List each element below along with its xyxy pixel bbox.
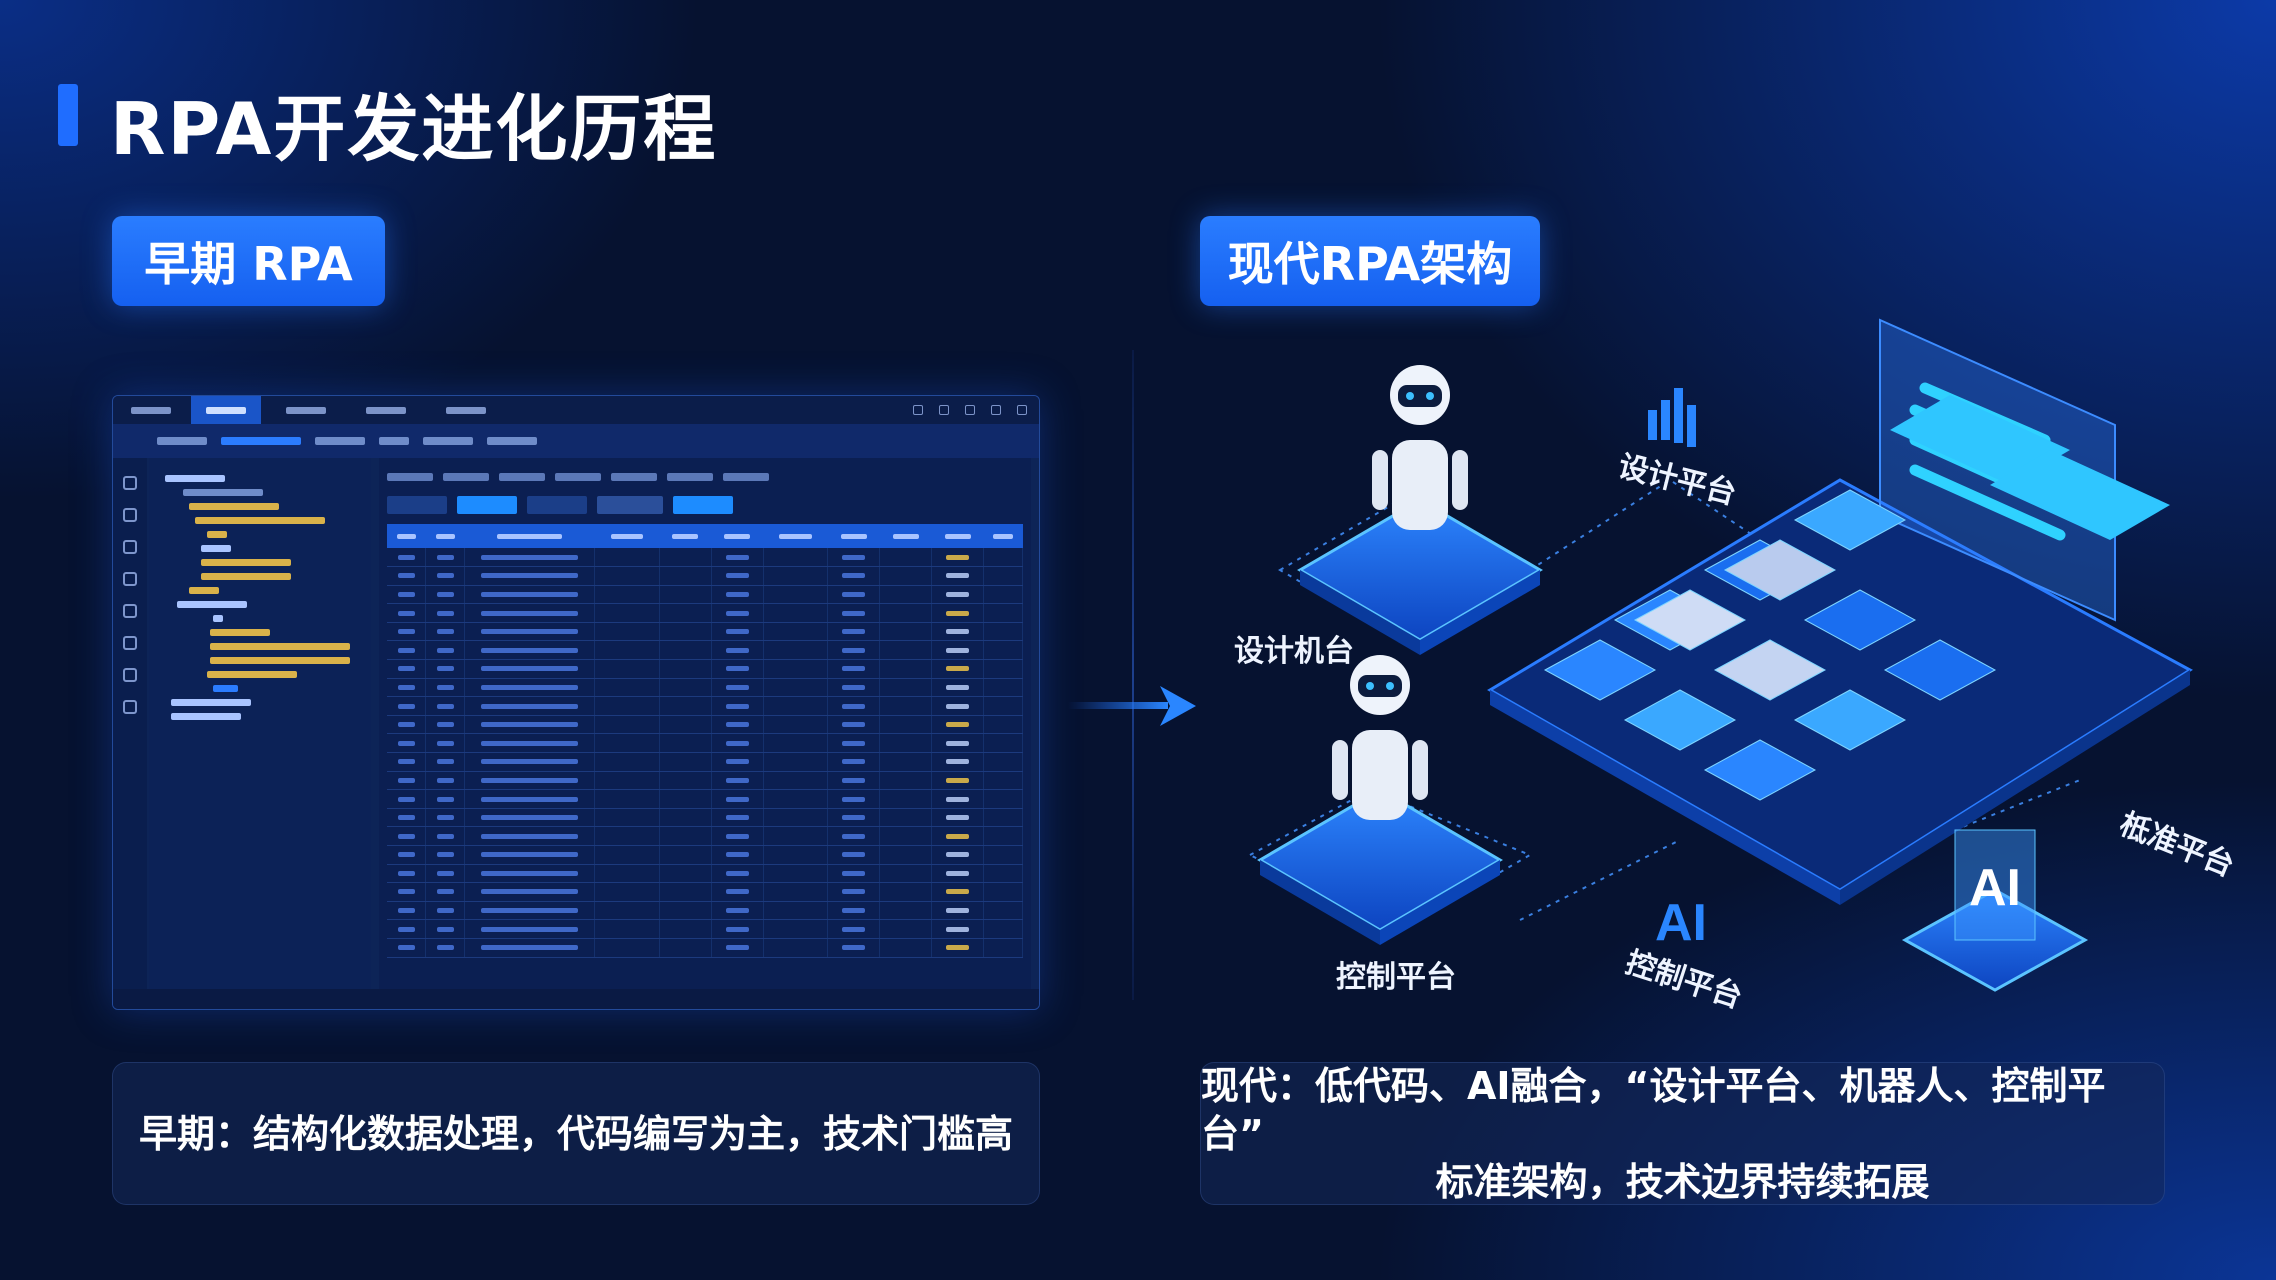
table-row (387, 622, 1023, 642)
table-row (387, 864, 1023, 884)
bar-chart-icon (1648, 388, 1696, 447)
early-rpa-badge: 早期 RPA (112, 216, 385, 306)
ai-chip-label: AI (1969, 859, 2021, 917)
platform-key (1623, 689, 1737, 751)
table-row (387, 678, 1023, 698)
table-row (387, 733, 1023, 754)
table-row (387, 603, 1023, 623)
table-row (387, 901, 1023, 921)
platform-key (1543, 639, 1657, 701)
platform-key (1703, 739, 1817, 801)
section-divider (1132, 350, 1134, 1000)
platform-key (1633, 589, 1747, 651)
table-row (387, 659, 1023, 679)
table-row (387, 826, 1023, 846)
table-row (387, 938, 1023, 958)
modern-caption-line2: 标准架构，技术边界持续拓展 (1435, 1159, 1930, 1204)
table-row (387, 808, 1023, 828)
table-row (387, 696, 1023, 716)
modern-caption-line1: 现代：低代码、AI融合，“设计平台、机器人、控制平台” (1201, 1063, 2106, 1156)
table-row (387, 548, 1023, 568)
window-titlebar (113, 396, 1039, 424)
platform-key (1723, 539, 1837, 601)
table-row (387, 789, 1023, 809)
code-tree (149, 458, 371, 989)
table-row (387, 715, 1023, 735)
table-row (387, 771, 1023, 791)
robot-design (1297, 365, 1543, 655)
modern-caption: 现代：低代码、AI融合，“设计平台、机器人、控制平台” 标准架构，技术边界持续拓… (1200, 1062, 2165, 1205)
data-grid (379, 458, 1031, 989)
table-row (387, 752, 1023, 772)
status-bar (113, 989, 1039, 1009)
window-toolbar (113, 424, 1039, 458)
platform-wide-key (1990, 450, 2170, 540)
table-row (387, 640, 1023, 661)
table-header (387, 524, 1023, 548)
early-rpa-screenshot (112, 395, 1040, 1010)
table-row (387, 882, 1023, 902)
page-title: RPA开发进化历程 (110, 87, 718, 171)
side-rail (113, 458, 147, 989)
platform-key (1803, 589, 1917, 651)
early-caption: 早期：结构化数据处理，代码编写为主，技术门槛高 (112, 1062, 1040, 1205)
platform-wide-key (1890, 395, 2070, 485)
robot-control (1257, 655, 1503, 945)
early-caption-text: 早期：结构化数据处理，代码编写为主，技术门槛高 (138, 1111, 1013, 1156)
table-row (387, 919, 1023, 939)
modern-rpa-badge: 现代RPA架构 (1200, 216, 1540, 306)
platform-key (1883, 639, 1997, 701)
table-row (387, 845, 1023, 865)
table-row (387, 566, 1023, 586)
ai-icon: AI (1655, 894, 1707, 952)
label-control-platform: 控制平台 (1336, 960, 1456, 995)
window-controls (913, 405, 1039, 415)
title-accent-bar (58, 84, 78, 146)
platform-key (1793, 689, 1907, 751)
rpa-architecture-illustration: AI AI (1247, 318, 2193, 992)
label-design-robot: 设计机台 (1234, 634, 1354, 669)
arrow-right-icon (1068, 686, 1196, 726)
table-row (387, 585, 1023, 605)
ai-chip: AI (1901, 829, 2089, 992)
platform-keys (1543, 395, 2170, 801)
platform-key (1793, 489, 1907, 551)
platform-key (1713, 639, 1827, 701)
